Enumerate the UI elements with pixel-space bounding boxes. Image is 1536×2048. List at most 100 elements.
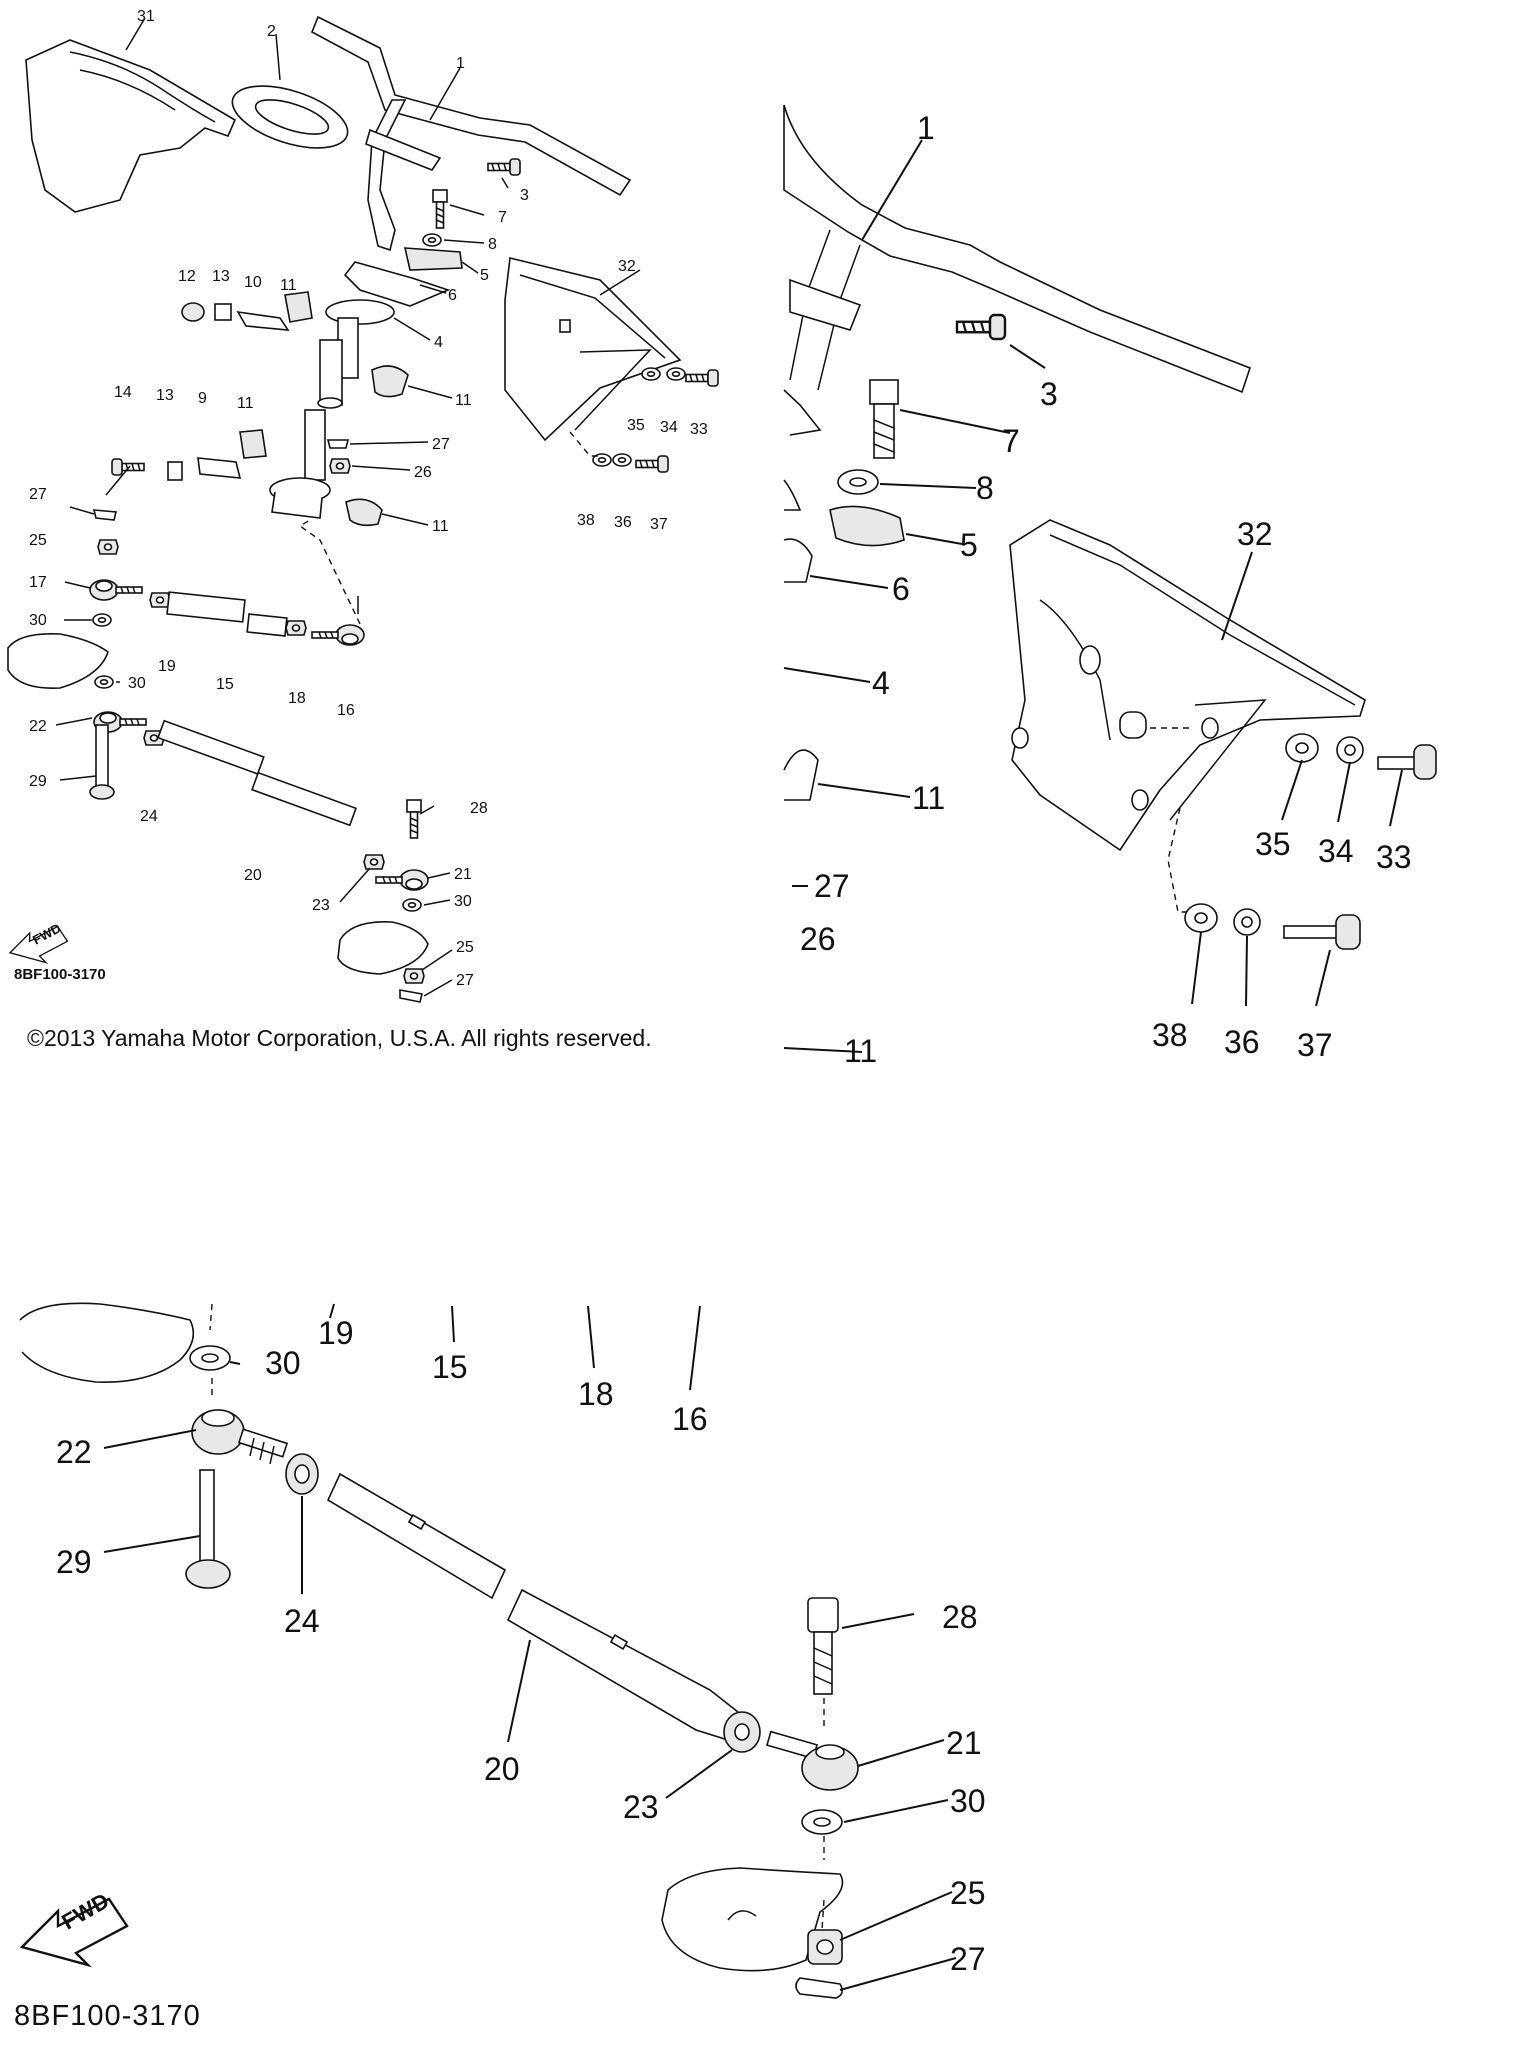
detail-callout-30: 30 bbox=[265, 1345, 301, 1381]
callout-19: 19 bbox=[158, 658, 176, 675]
part-24-tube-drawing bbox=[157, 719, 265, 775]
callout-12: 12 bbox=[178, 268, 196, 285]
detail-bolt-29-drawing bbox=[185, 1469, 231, 1589]
callout-32: 32 bbox=[618, 258, 636, 275]
callout-13: 13 bbox=[156, 387, 174, 404]
callout-33: 33 bbox=[690, 421, 708, 438]
detail-rodend-22-drawing bbox=[191, 1409, 289, 1465]
detail-callout-24: 24 bbox=[284, 1603, 320, 1639]
callout-22: 22 bbox=[29, 718, 47, 735]
detail-callout-19: 19 bbox=[318, 1315, 354, 1351]
detail-callout-7: 7 bbox=[1002, 423, 1020, 459]
detail-nut-25-drawing bbox=[807, 1929, 843, 1965]
callout-5: 5 bbox=[480, 267, 489, 284]
callout-13: 13 bbox=[212, 268, 230, 285]
detail-callout-11: 11 bbox=[912, 780, 945, 816]
part-20-drawing bbox=[251, 771, 357, 827]
callout-14: 14 bbox=[114, 384, 132, 401]
detail-callout-25: 25 bbox=[950, 1875, 986, 1911]
part-29-drawing bbox=[95, 724, 109, 792]
callout-15: 15 bbox=[216, 676, 234, 693]
copyright-notice: ©2013 Yamaha Motor Corporation, U.S.A. A… bbox=[27, 1025, 652, 1051]
detail-rodend-21-drawing bbox=[766, 1730, 859, 1791]
detail-callout-11: 11 bbox=[844, 1033, 877, 1069]
part-5-clamp-drawing bbox=[403, 247, 463, 271]
callout-20: 20 bbox=[244, 867, 262, 884]
callout-27: 27 bbox=[29, 486, 47, 503]
detail-callout-23: 23 bbox=[623, 1789, 659, 1825]
callout-25: 25 bbox=[29, 532, 47, 549]
detail-panel-32-drawing bbox=[1009, 519, 1366, 852]
callout-11: 11 bbox=[237, 395, 254, 412]
detail-pin-27-drawing bbox=[795, 1977, 844, 1999]
detail-rod-20-drawing bbox=[506, 1588, 739, 1741]
detail-callout-15: 15 bbox=[432, 1349, 468, 1385]
diagram-code-large: 8BF100-3170 bbox=[14, 2000, 201, 2032]
callout-30: 30 bbox=[29, 612, 47, 629]
part-32-panel-drawing bbox=[504, 257, 682, 442]
callout-27: 27 bbox=[432, 436, 450, 453]
callout-23: 23 bbox=[312, 897, 330, 914]
detail-tube-drawing bbox=[326, 1472, 507, 1600]
detail-callout-16: 16 bbox=[672, 1401, 708, 1437]
part-27c-drawing bbox=[399, 989, 423, 1003]
part-27a-drawing bbox=[326, 439, 350, 449]
callout-10: 10 bbox=[244, 274, 262, 291]
callout-34: 34 bbox=[660, 419, 678, 436]
callout-29: 29 bbox=[29, 773, 47, 790]
callout-2: 2 bbox=[267, 23, 276, 40]
detail-bolt-7-drawing bbox=[869, 379, 899, 459]
callout-3: 3 bbox=[520, 187, 529, 204]
overview-diagram: FWD bbox=[7, 8, 719, 1003]
detail-callout-18: 18 bbox=[578, 1376, 614, 1412]
detail-callout-3: 3 bbox=[1040, 376, 1058, 412]
callout-11: 11 bbox=[280, 277, 297, 294]
part-18a-drawing bbox=[246, 613, 288, 637]
part-12-drawing bbox=[181, 302, 205, 322]
part-1-handlebar-drawing bbox=[310, 15, 632, 252]
callout-4: 4 bbox=[434, 334, 443, 351]
callout-26: 26 bbox=[414, 464, 432, 481]
callout-24: 24 bbox=[140, 808, 158, 825]
diagram-code-small: 8BF100-3170 bbox=[14, 966, 106, 983]
detail-callout-36: 36 bbox=[1224, 1024, 1260, 1060]
callout-1: 1 bbox=[456, 55, 465, 72]
detail-part-6-drawing bbox=[783, 538, 813, 583]
detail-callout-33: 33 bbox=[1376, 839, 1412, 875]
callout-31: 31 bbox=[137, 8, 155, 25]
part-13a-drawing bbox=[214, 303, 232, 321]
part-27b-drawing bbox=[92, 509, 118, 521]
detail-callout-6: 6 bbox=[892, 571, 910, 607]
part-11c-drawing bbox=[239, 429, 267, 459]
detail-callout-5: 5 bbox=[960, 527, 978, 563]
callout-28: 28 bbox=[470, 800, 488, 817]
detail-callout-4: 4 bbox=[872, 665, 890, 701]
callout-30: 30 bbox=[454, 893, 472, 910]
callout-7: 7 bbox=[498, 209, 507, 226]
callout-8: 8 bbox=[488, 236, 497, 253]
detail-callout-28: 28 bbox=[942, 1599, 978, 1635]
part-4-column-drawing bbox=[269, 299, 395, 519]
callout-37: 37 bbox=[650, 516, 668, 533]
detail-callout-21: 21 bbox=[946, 1725, 982, 1761]
detail-callout-27: 27 bbox=[950, 1941, 986, 1977]
part-11a-drawing bbox=[284, 291, 313, 323]
detail-bolt-33-drawing bbox=[1377, 744, 1437, 780]
callout-11: 11 bbox=[455, 392, 472, 409]
detail-bolt-37-drawing bbox=[1283, 914, 1361, 950]
callout-6: 6 bbox=[448, 287, 457, 304]
part-31-steering-cover-drawing bbox=[25, 39, 237, 213]
callout-35: 35 bbox=[627, 417, 645, 434]
detail-callout-8: 8 bbox=[976, 470, 994, 506]
part-10-drawing bbox=[236, 310, 290, 331]
detail-handlebar-drawing bbox=[783, 104, 1252, 394]
callout-9: 9 bbox=[198, 390, 207, 407]
part-15-drawing bbox=[166, 591, 246, 623]
callout-38: 38 bbox=[577, 512, 595, 529]
callout-18: 18 bbox=[288, 690, 306, 707]
detail-callout-27: 27 bbox=[814, 868, 850, 904]
part-2-ring-drawing bbox=[231, 85, 349, 149]
detail-callout-32: 32 bbox=[1237, 516, 1273, 552]
callout-16: 16 bbox=[337, 702, 355, 719]
